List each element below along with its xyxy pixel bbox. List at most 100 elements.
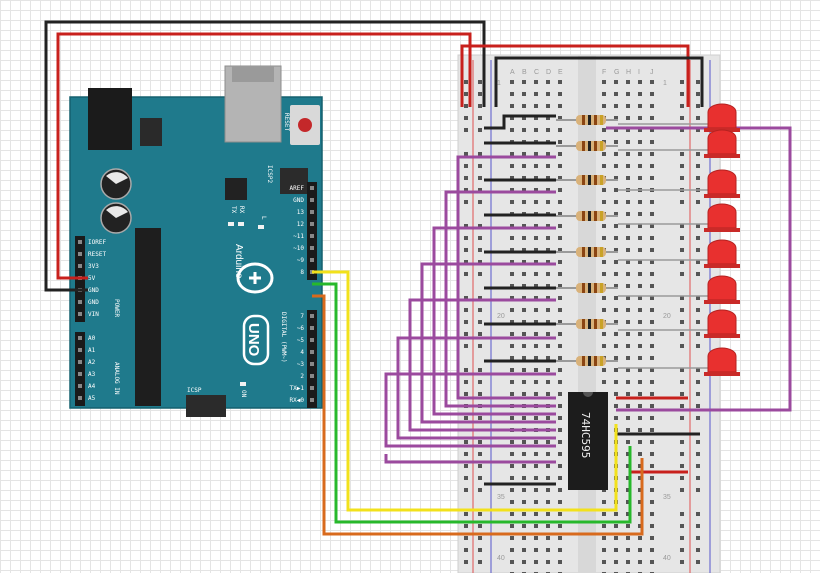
header-pin[interactable] [78, 264, 82, 268]
header-pin[interactable] [310, 234, 314, 238]
header-pin[interactable] [310, 374, 314, 378]
rail-hole [464, 248, 468, 252]
header-pin[interactable] [78, 372, 82, 376]
pin-label: A4 [88, 383, 96, 390]
header-pin[interactable] [78, 396, 82, 400]
header-pin[interactable] [310, 326, 314, 330]
breadboard-hole [546, 344, 550, 348]
resistor[interactable] [556, 141, 618, 151]
wire-5v-red[interactable] [56, 32, 472, 280]
wire-q6-purple[interactable] [384, 372, 556, 448]
wire-q7-purple[interactable] [384, 454, 556, 464]
header-pin[interactable] [78, 384, 82, 388]
header-pin[interactable] [78, 336, 82, 340]
header-pin[interactable] [310, 186, 314, 190]
on-led [240, 382, 246, 386]
resistor-band [600, 283, 603, 293]
wire-q2-purple[interactable] [432, 226, 556, 416]
led[interactable] [618, 309, 740, 338]
rail-hole [696, 224, 700, 228]
breadboard-hole [602, 380, 606, 384]
wire-q3-purple[interactable] [420, 262, 556, 424]
breadboard-hole [602, 548, 606, 552]
breadboard-hole [558, 440, 562, 444]
wire-q4-purple[interactable] [408, 298, 556, 432]
rail-hole [696, 152, 700, 156]
header-pin[interactable] [78, 300, 82, 304]
breadboard-hole [626, 272, 630, 276]
resistor-band [600, 115, 603, 125]
breadboard-hole [650, 152, 654, 156]
breadboard-hole [510, 344, 514, 348]
breadboard-hole [614, 308, 618, 312]
breadboard-hole [626, 380, 630, 384]
led[interactable] [618, 203, 740, 232]
header-pin[interactable] [78, 252, 82, 256]
resistor[interactable] [556, 175, 618, 185]
led-body [707, 347, 737, 373]
wire-pin10-yellow[interactable] [312, 270, 618, 512]
breadboard-hole [546, 284, 550, 288]
breadboard-hole [614, 392, 618, 396]
resistor[interactable] [556, 319, 618, 329]
header-pin[interactable] [310, 386, 314, 390]
wire-gnd-black[interactable] [44, 20, 486, 292]
header-pin[interactable] [310, 350, 314, 354]
breadboard-hole [510, 332, 514, 336]
wire-q7-right-purple[interactable] [606, 126, 792, 412]
breadboard-hole [638, 548, 642, 552]
resistor-band [588, 141, 591, 151]
breadboard-hole [650, 92, 654, 96]
header-pin[interactable] [310, 210, 314, 214]
header-pin[interactable] [310, 314, 314, 318]
led[interactable] [618, 275, 740, 304]
header-pin[interactable] [310, 198, 314, 202]
wire-q5-purple[interactable] [396, 336, 556, 440]
header-pin[interactable] [310, 222, 314, 226]
breadboard-hole [534, 476, 538, 480]
breadboard-hole [638, 128, 642, 132]
resistor[interactable] [556, 247, 618, 257]
resistor[interactable] [556, 115, 618, 125]
header-pin[interactable] [78, 240, 82, 244]
led[interactable] [618, 169, 740, 198]
breadboard-hole [638, 344, 642, 348]
breadboard-hole [638, 512, 642, 516]
breadboard-hole [534, 92, 538, 96]
led[interactable] [618, 347, 740, 376]
breadboard-hole [534, 116, 538, 120]
column-letter: F [602, 69, 606, 76]
pin-label: ~9 [297, 257, 305, 264]
header-pin[interactable] [310, 338, 314, 342]
breadboard-hole [558, 452, 562, 456]
breadboard-hole [546, 80, 550, 84]
header-pin[interactable] [78, 312, 82, 316]
wire-rail-red-top[interactable] [460, 44, 690, 107]
reset-button[interactable] [298, 118, 312, 132]
header-pin[interactable] [310, 398, 314, 402]
wire-pin8-orange[interactable] [312, 294, 644, 536]
icsp2-header [280, 168, 308, 194]
header-pin[interactable] [78, 360, 82, 364]
resistor[interactable] [556, 211, 618, 221]
wire-q0-purple[interactable] [456, 155, 556, 400]
header-pin[interactable] [310, 362, 314, 366]
breadboard-hole [558, 296, 562, 300]
wire-rail-black-top[interactable] [494, 56, 704, 107]
wire-gnd-jumper[interactable] [484, 114, 556, 130]
led[interactable] [618, 239, 740, 268]
header-pin[interactable] [78, 348, 82, 352]
header-pin[interactable] [310, 258, 314, 262]
wire-pin9-green[interactable] [312, 282, 632, 524]
breadboard-hole [614, 524, 618, 528]
header-pin[interactable] [310, 246, 314, 250]
breadboard-hole [626, 224, 630, 228]
arduino-logo [236, 262, 274, 294]
breadboard-hole [534, 332, 538, 336]
pin-label: ~10 [293, 245, 304, 252]
led[interactable] [618, 129, 740, 158]
rail-hole [464, 512, 468, 516]
resistor[interactable] [556, 283, 618, 293]
resistor[interactable] [556, 356, 618, 366]
rail-hole [696, 368, 700, 372]
